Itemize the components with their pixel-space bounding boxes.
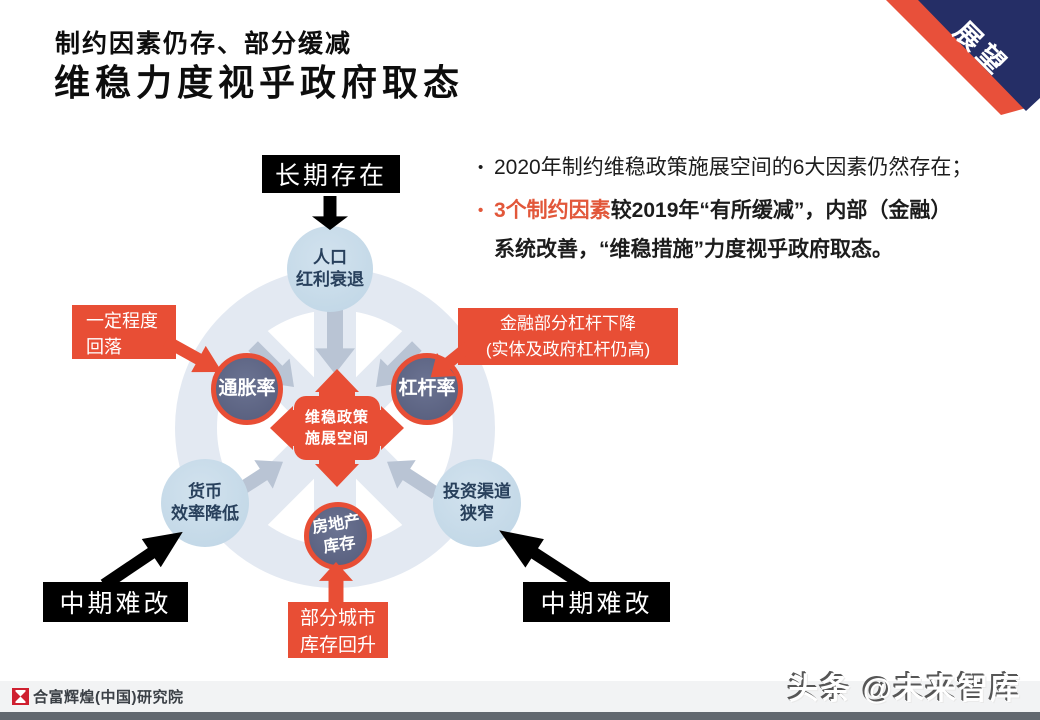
label-line: 库存回升 <box>299 635 376 656</box>
center-label: 维稳政策 施展空间 <box>280 378 394 478</box>
factor-label: 人口红利衰退 <box>296 247 364 289</box>
label-line: 金融部分杠杆下降 <box>500 314 636 333</box>
bullet-2-highlight: 3个制约因素 <box>494 199 611 222</box>
footer-bar <box>0 712 1040 720</box>
cross-arrow-left-icon <box>270 406 293 450</box>
label-housing-note: 部分城市 库存回升 <box>288 602 388 658</box>
center-policy-cross: 维稳政策 施展空间 <box>270 369 404 487</box>
bullet-1-text: 2020年制约维稳政策施展空间的6大因素仍然存在； <box>494 156 973 179</box>
factor-label: 杠杆率 <box>398 377 456 399</box>
factor-label: 投资渠道狭窄 <box>443 481 511 523</box>
section-tab-label: 展望 <box>947 16 1015 83</box>
label-inflation-note: 一定程度 回落 <box>72 305 176 359</box>
factor-label: 货币效率降低 <box>171 481 239 523</box>
label-mid-term-left: 中期难改 <box>43 582 188 622</box>
label-line: 回落 <box>86 337 122 357</box>
factor-money-efficiency: 货币效率降低 <box>161 459 249 547</box>
watermark: 头条 @未来智库 <box>788 673 1022 706</box>
factor-label: 房地产库存 <box>311 512 362 557</box>
notes-panel: • 2020年制约维稳政策施展空间的6大因素仍然存在； • 3个制约因素较2019年… <box>478 148 1026 269</box>
factor-housing-inventory: 房地产库存 <box>304 502 372 570</box>
slide-subtitle: 制约因素仍存、部分缓减 <box>55 30 353 58</box>
bullet-1: • 2020年制约维稳政策施展空间的6大因素仍然存在； <box>478 148 1026 187</box>
label-leverage-note: 金融部分杠杆下降 (实体及政府杠杆仍高) <box>458 308 678 365</box>
org-branding: 合富辉煌(中国)研究院 <box>12 686 184 707</box>
label-long-term: 长期存在 <box>262 155 400 193</box>
cross-arrow-down-icon <box>315 464 359 487</box>
label-line: 部分城市 <box>299 608 376 629</box>
footer-strip <box>0 681 1040 712</box>
label-mid-term-right: 中期难改 <box>523 582 670 622</box>
cross-arrow-right-icon <box>381 406 404 450</box>
bullet-2-line2: 系统改善，“维稳措施”力度视乎政府取态。 <box>494 238 893 261</box>
factor-investment-channel: 投资渠道狭窄 <box>433 459 521 547</box>
bullet-2-line1: 较2019年“有所缓减”，内部（金融） <box>610 199 952 222</box>
bullet-1-marker: • <box>478 159 484 176</box>
cross-arrow-up-icon <box>315 369 359 392</box>
cross-center-panel <box>294 396 380 460</box>
org-logo-icon <box>12 688 29 705</box>
page-title: 维稳力度视乎政府取态 <box>54 62 465 103</box>
bullet-2: • 3个制约因素较2019年“有所缓减”，内部（金融） 系统改善，“维稳措施”力度视… <box>478 191 1026 269</box>
black-arrow-icon-top <box>312 196 348 230</box>
center-label-line1: 维稳政策 <box>304 409 369 426</box>
bullet-2-marker: • <box>478 202 484 219</box>
org-name: 合富辉煌(中国)研究院 <box>33 689 184 706</box>
factor-label: 通胀率 <box>218 377 276 399</box>
center-label-line2: 施展空间 <box>304 430 369 447</box>
factor-population-dividend: 人口红利衰退 <box>287 226 373 312</box>
label-line: 一定程度 <box>86 311 158 331</box>
label-line: (实体及政府杠杆仍高) <box>485 340 651 359</box>
